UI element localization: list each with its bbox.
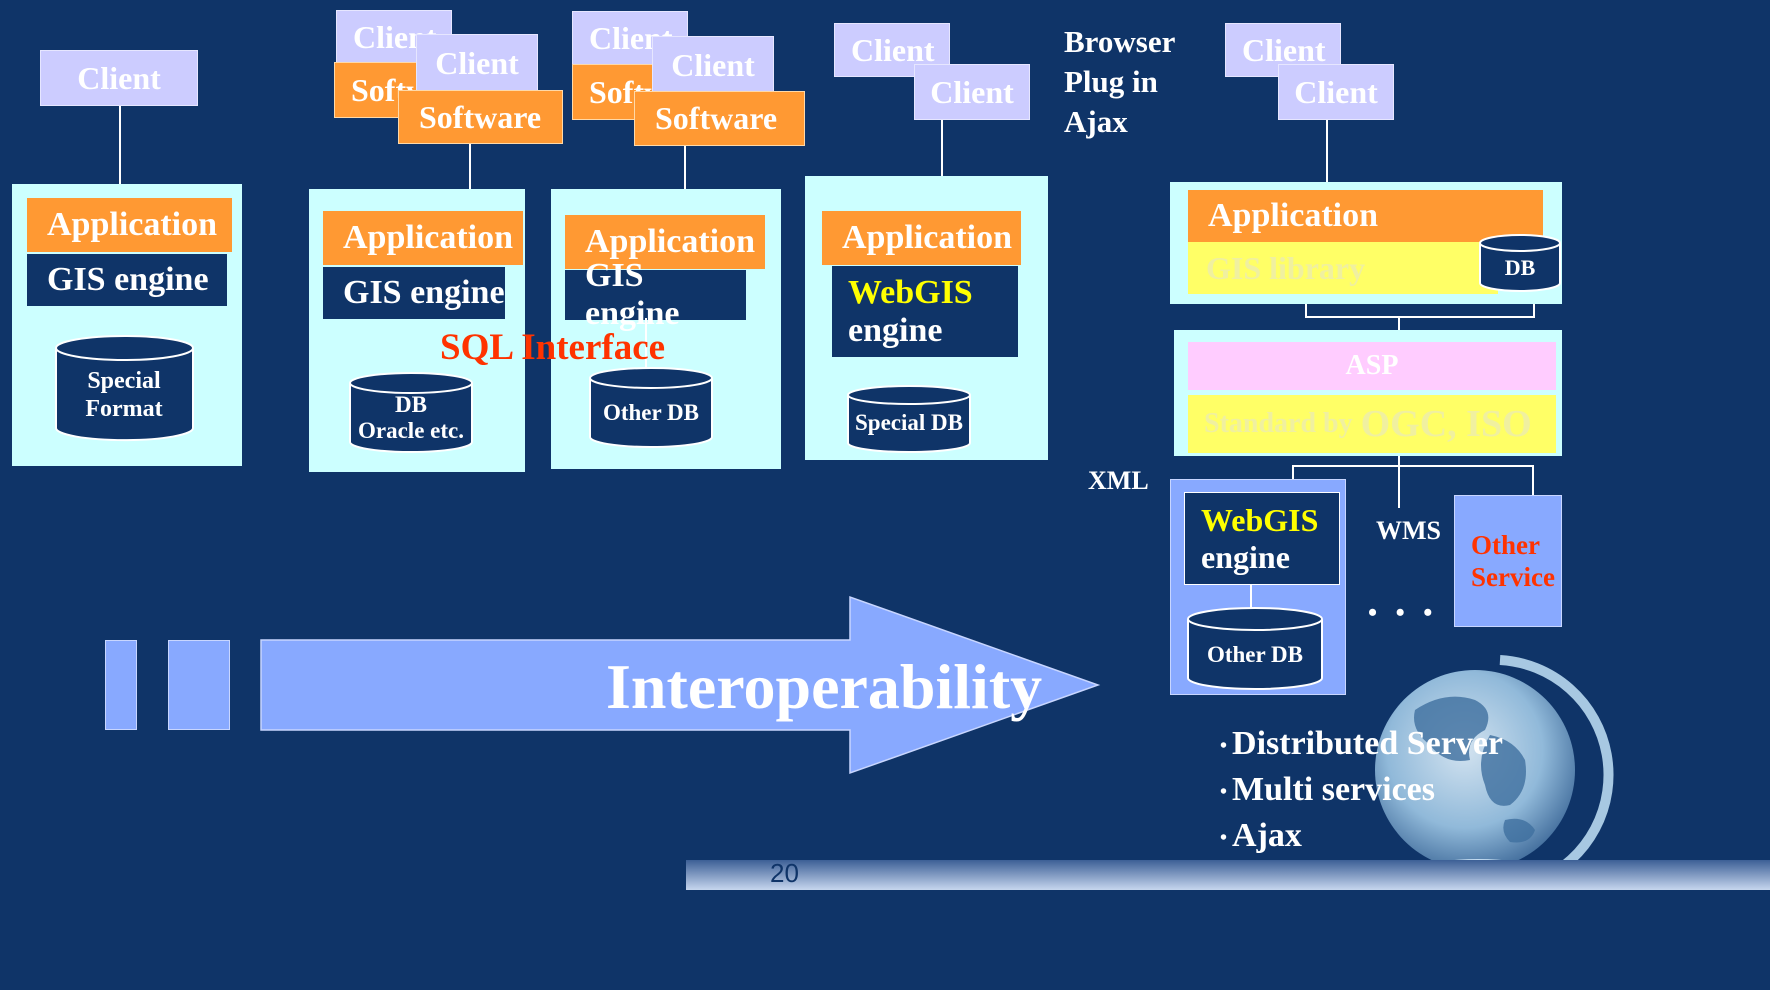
arrow-tail-bar <box>105 640 137 730</box>
db-label-other-db: Other DB <box>1206 642 1304 667</box>
gis-library-box: GIS library <box>1188 242 1498 294</box>
feature-item: • Multi services <box>1220 771 1436 809</box>
connector-line <box>1398 316 1400 332</box>
connector-line <box>645 318 647 370</box>
client-box-stage1: Client <box>40 50 198 106</box>
db-label-special-db: Special DB <box>855 410 963 435</box>
connector-line <box>1532 465 1534 495</box>
ellipsis: • • • <box>1368 598 1439 627</box>
application-box: Application <box>565 215 765 269</box>
db-cylinder-small <box>1479 234 1561 292</box>
connector-line <box>1326 120 1328 184</box>
application-box: Application <box>323 211 523 265</box>
client-box-back: Client <box>1225 23 1341 77</box>
application-box: Application <box>27 198 232 252</box>
connector-line <box>1305 304 1307 318</box>
connector-line <box>1305 316 1535 318</box>
footer-strip <box>686 860 1770 890</box>
db-cylinder-service-other-db <box>1187 607 1323 690</box>
feature-list: • Distributed Server • Multi services • … <box>1220 722 1503 861</box>
db-cylinder-special-format <box>55 335 194 442</box>
browser-note-line: Browser <box>1064 24 1176 59</box>
client-box-front: Client <box>416 34 538 92</box>
db-label-db: DB <box>395 392 427 417</box>
webgis-engine-box: WebGIS engine <box>832 266 1018 357</box>
db-label-other-db: Other DB <box>602 400 700 425</box>
connector-line <box>684 146 686 190</box>
application-box: Application <box>822 211 1021 265</box>
engine-label: engine <box>848 311 943 349</box>
connector-line <box>1398 456 1400 508</box>
db-label-oracle: Oracle etc. <box>358 418 464 443</box>
client-box-front: Client <box>1278 64 1394 120</box>
browser-note: Browser Plug in Ajax <box>1064 22 1175 142</box>
asp-box: ASP <box>1188 342 1556 390</box>
software-box-front: Software <box>634 91 805 146</box>
feature-item: • Distributed Server <box>1220 725 1504 762</box>
connector-line <box>119 106 121 186</box>
feature-item: • Ajax <box>1220 817 1302 855</box>
software-box-front: Software <box>398 90 563 144</box>
arrow-tail-bar <box>168 640 230 730</box>
connector-line <box>469 144 471 190</box>
connector-line <box>941 120 943 178</box>
connector-line <box>1292 465 1534 467</box>
browser-note-line: Plug in <box>1064 64 1158 99</box>
interoperability-label: Interoperability <box>606 651 1043 722</box>
wms-label: WMS <box>1376 516 1441 545</box>
webgis-label: WebGIS <box>1201 501 1319 538</box>
xml-label: XML <box>1088 466 1149 495</box>
engine-label: engine <box>1201 538 1290 575</box>
db-cylinder-special-db <box>847 385 971 453</box>
browser-note-line: Ajax <box>1064 104 1128 139</box>
standard-box: Standard by OGC, ISO <box>1188 395 1556 453</box>
connector-line <box>1533 304 1535 318</box>
application-box: Application <box>1188 190 1543 242</box>
db-label-special-format: Special Format <box>85 368 163 422</box>
db-cylinder-other-db <box>589 367 713 448</box>
standard-label: Standard by <box>1204 408 1353 439</box>
db-cylinder-oracle <box>349 372 473 453</box>
webgis-label: WebGIS <box>848 273 973 311</box>
globe-icon <box>1375 655 1614 885</box>
other-service-box: Other Service <box>1454 495 1562 627</box>
sql-interface-label: SQL Interface <box>440 327 666 368</box>
interoperability-arrow <box>260 595 1101 775</box>
db-label-small: DB <box>1504 255 1536 280</box>
client-box-front: Client <box>914 64 1030 120</box>
client-box-front: Client <box>652 36 774 94</box>
page-number: 20 <box>770 858 799 888</box>
standard-bodies-label: OGC, ISO <box>1360 403 1532 445</box>
connector-line <box>1250 585 1252 611</box>
gis-engine-box: GIS engine <box>565 257 746 332</box>
gis-engine-box: GIS engine <box>27 254 227 306</box>
webgis-engine-box: WebGIS engine <box>1184 492 1340 585</box>
gis-engine-box: GIS engine <box>323 267 505 319</box>
